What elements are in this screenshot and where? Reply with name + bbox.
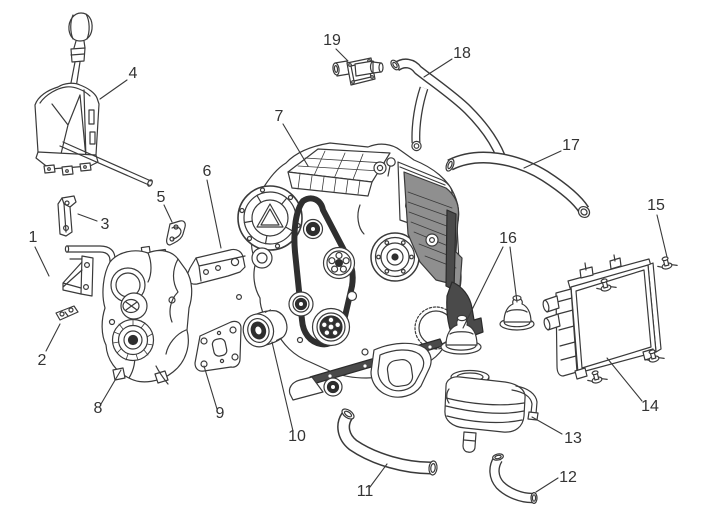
callout-leader-18	[423, 58, 453, 78]
gearbox-illustration	[64, 245, 193, 385]
callout-leader-7	[282, 123, 309, 167]
callout-label-18-breather-hose: 18	[453, 45, 471, 62]
callout-label-9-mounting-plate: 9	[216, 405, 225, 422]
callout-leader-9	[203, 365, 218, 410]
gear-shift-lever-illustration	[34, 12, 153, 187]
callout-label-14-radiator: 14	[641, 398, 659, 415]
engine-mount-bracket-illustration	[186, 248, 246, 285]
callout-leader-5	[163, 204, 173, 223]
bolt-icon	[236, 294, 243, 301]
radiator-illustration	[542, 254, 662, 380]
callout-leader-17	[523, 150, 562, 169]
callout-leader-10	[271, 341, 294, 432]
callout-leader-8	[100, 369, 122, 405]
callout-leader-11	[369, 463, 388, 488]
callout-leader-3	[77, 213, 98, 222]
callout-label-16-rubber-mount: 16	[499, 230, 517, 247]
callout-leader-16	[462, 246, 504, 329]
expansion-tank-illustration	[444, 369, 539, 453]
radiator-clip-icon	[657, 256, 678, 270]
callout-leader-15	[656, 214, 668, 258]
oil-filter-illustration	[242, 309, 288, 348]
callout-label-19-sensor-switch: 19	[323, 32, 341, 49]
upper-coolant-hose-illustration	[445, 151, 591, 219]
radiator-clip-icon	[644, 349, 665, 363]
mounting-plate-illustration	[194, 320, 242, 372]
radiator-clip-icon	[587, 370, 608, 384]
callout-label-17-upper-coolant-hose: 17	[562, 137, 580, 154]
clamp-plate-illustration	[55, 305, 79, 321]
callout-leader-12	[535, 477, 559, 493]
breather-hose-illustration	[390, 58, 507, 163]
callout-label-15-radiator-clip: 15	[647, 197, 665, 214]
callout-label-1-support-bracket: 1	[29, 229, 38, 246]
callout-leader-19	[335, 48, 349, 62]
callout-label-2-clamp-plate: 2	[38, 352, 47, 369]
callout-label-7-engine-assembly: 7	[275, 108, 284, 125]
expansion-tank-hose-illustration	[489, 453, 538, 505]
callout-label-13-expansion-tank: 13	[564, 430, 582, 447]
rubber-mount-right-illustration	[499, 295, 535, 331]
upper-bracket-illustration	[57, 195, 77, 237]
engine-illustration	[237, 142, 484, 401]
callout-label-6-engine-mount-bracket: 6	[203, 163, 212, 180]
callout-leader-16	[509, 246, 518, 303]
callout-leader-6	[206, 179, 222, 249]
callout-leader-14	[606, 357, 643, 402]
callout-label-4-gear-shift-lever: 4	[129, 65, 138, 82]
support-bracket-illustration	[62, 255, 94, 297]
radiator-clip-icon	[596, 278, 617, 292]
callout-label-8-gearbox: 8	[94, 400, 103, 417]
callout-leader-13	[531, 416, 563, 435]
callout-label-10-oil-filter: 10	[288, 428, 306, 445]
callout-label-12-expansion-tank-hose: 12	[559, 469, 577, 486]
rubber-mount-left-illustration	[440, 314, 482, 355]
callout-label-5-small-clamp: 5	[157, 189, 166, 206]
lower-coolant-hose-illustration	[337, 408, 438, 476]
callout-label-11-lower-coolant-hose: 11	[357, 483, 374, 500]
sensor-illustration	[332, 57, 384, 86]
small-clamp-illustration	[166, 220, 186, 246]
callout-leader-1	[34, 246, 50, 277]
callout-leader-2	[45, 323, 61, 352]
callout-leader-4	[99, 79, 128, 100]
callout-label-3-upper-bracket: 3	[101, 216, 110, 233]
